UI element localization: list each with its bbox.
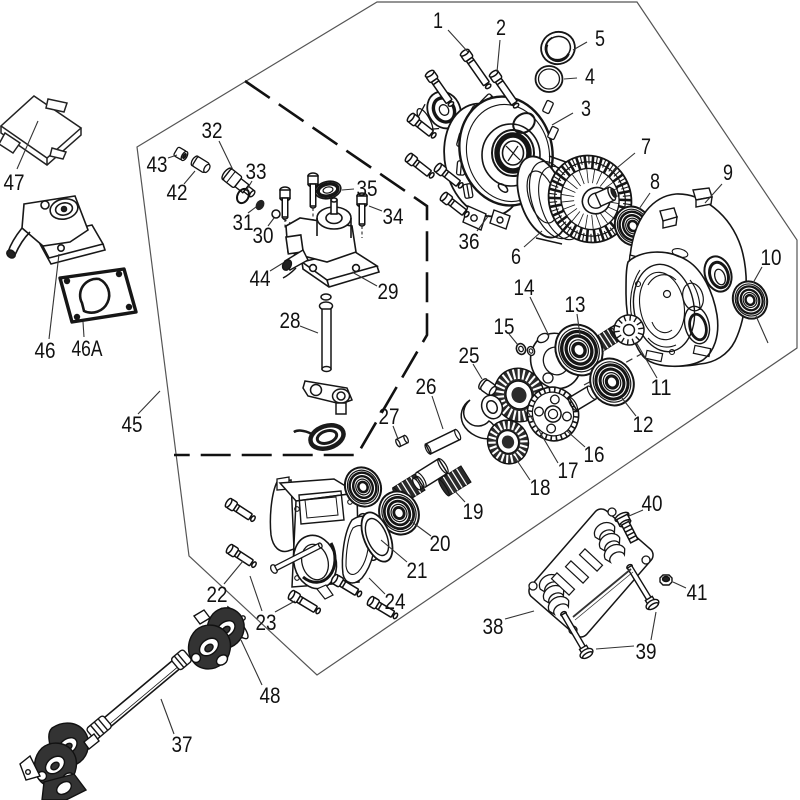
svg-text:9: 9 bbox=[723, 160, 733, 185]
svg-text:22: 22 bbox=[207, 582, 228, 607]
svg-text:6: 6 bbox=[511, 244, 521, 269]
svg-text:34: 34 bbox=[383, 204, 404, 229]
svg-text:18: 18 bbox=[530, 475, 551, 500]
svg-text:15: 15 bbox=[494, 314, 515, 339]
svg-text:2: 2 bbox=[496, 15, 506, 40]
svg-text:3: 3 bbox=[581, 96, 591, 121]
svg-text:12: 12 bbox=[633, 412, 654, 437]
svg-text:37: 37 bbox=[172, 732, 193, 757]
svg-text:31: 31 bbox=[233, 210, 254, 235]
svg-text:16: 16 bbox=[584, 442, 605, 467]
svg-text:40: 40 bbox=[642, 491, 663, 516]
svg-text:11: 11 bbox=[651, 375, 672, 400]
svg-text:19: 19 bbox=[463, 499, 484, 524]
svg-text:24: 24 bbox=[385, 589, 406, 614]
svg-text:8: 8 bbox=[650, 169, 660, 194]
svg-text:20: 20 bbox=[430, 531, 451, 556]
svg-text:41: 41 bbox=[687, 580, 708, 605]
svg-text:30: 30 bbox=[253, 223, 274, 248]
svg-text:10: 10 bbox=[761, 245, 782, 270]
svg-text:7: 7 bbox=[641, 134, 651, 159]
svg-text:48: 48 bbox=[260, 683, 281, 708]
svg-text:44: 44 bbox=[250, 266, 271, 291]
svg-text:17: 17 bbox=[558, 458, 579, 483]
svg-text:14: 14 bbox=[514, 275, 535, 300]
svg-text:4: 4 bbox=[585, 64, 595, 89]
svg-text:33: 33 bbox=[246, 159, 267, 184]
svg-text:26: 26 bbox=[416, 374, 437, 399]
svg-text:46: 46 bbox=[35, 338, 56, 363]
svg-text:45: 45 bbox=[122, 412, 143, 437]
svg-text:35: 35 bbox=[357, 176, 378, 201]
svg-text:38: 38 bbox=[483, 614, 504, 639]
svg-text:46A: 46A bbox=[72, 336, 103, 361]
svg-text:32: 32 bbox=[202, 118, 223, 143]
svg-text:47: 47 bbox=[4, 170, 25, 195]
svg-text:1: 1 bbox=[433, 8, 443, 33]
svg-text:29: 29 bbox=[378, 279, 399, 304]
svg-text:42: 42 bbox=[167, 180, 188, 205]
svg-text:21: 21 bbox=[407, 558, 428, 583]
svg-text:25: 25 bbox=[459, 343, 480, 368]
svg-text:5: 5 bbox=[595, 26, 605, 51]
svg-text:36: 36 bbox=[459, 229, 480, 254]
svg-text:43: 43 bbox=[147, 152, 168, 177]
svg-text:13: 13 bbox=[565, 292, 586, 317]
svg-text:28: 28 bbox=[280, 308, 301, 333]
svg-text:27: 27 bbox=[379, 404, 400, 429]
svg-text:39: 39 bbox=[636, 639, 657, 664]
svg-text:23: 23 bbox=[256, 610, 277, 635]
